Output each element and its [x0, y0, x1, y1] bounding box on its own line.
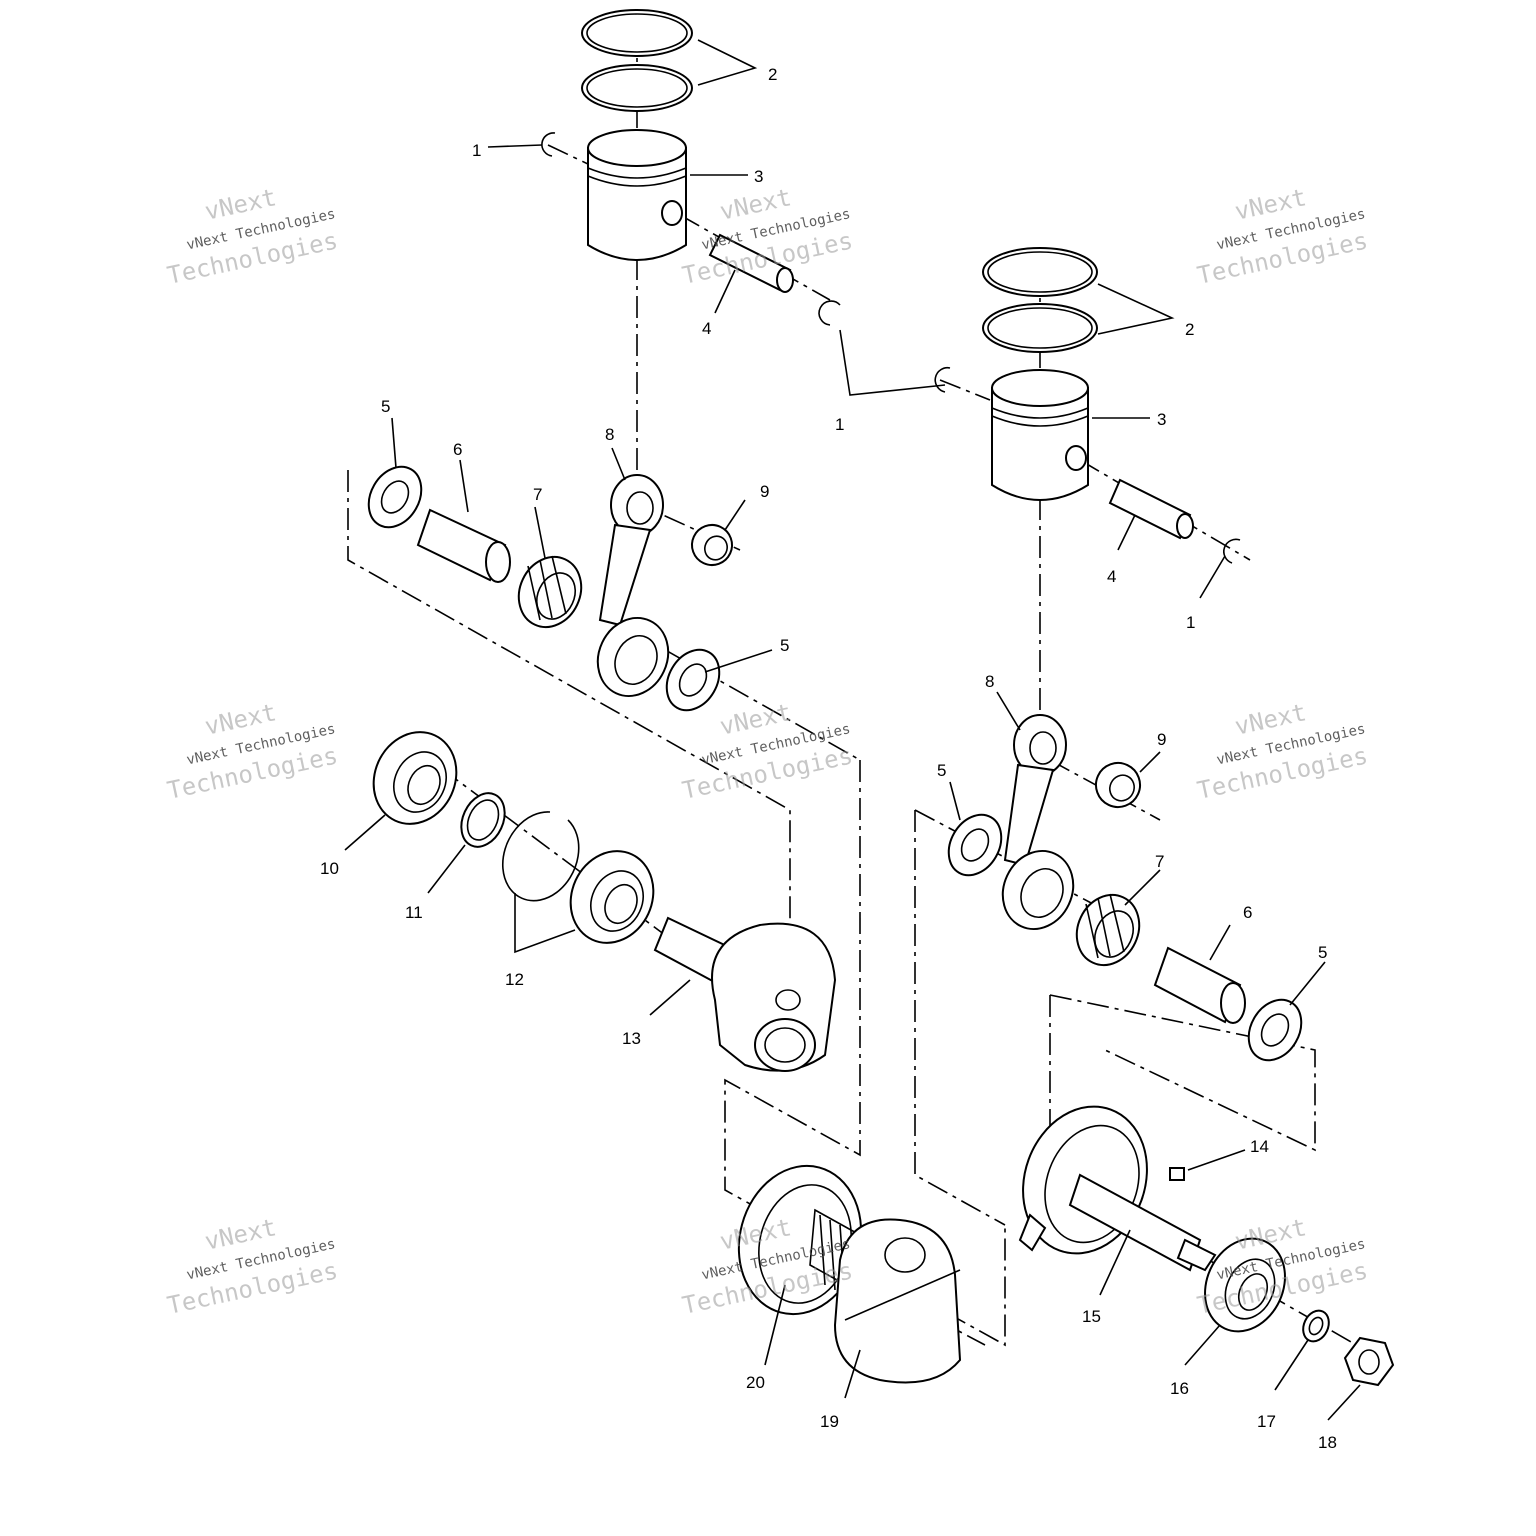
- leader-lines: [344, 39, 1361, 1421]
- callout-8-left: 8: [605, 425, 614, 444]
- counterweight: [833, 1218, 962, 1384]
- callout-6-left: 6: [453, 440, 462, 459]
- callout-9-left: 9: [760, 482, 769, 501]
- callout-8-right: 8: [985, 672, 994, 691]
- callout-7-right: 7: [1155, 852, 1164, 871]
- piston-pin-left: [708, 233, 794, 293]
- callout-4-left: 4: [702, 319, 711, 338]
- crank-pin-left: [416, 508, 511, 583]
- callout-15: 15: [1082, 1307, 1101, 1326]
- callout-12: 12: [505, 970, 524, 989]
- main-bearing-left-outer: [372, 731, 458, 825]
- callout-1-mid: 1: [835, 415, 844, 434]
- callout-3-right: 3: [1157, 410, 1166, 429]
- needle-bearing-right-big-end: [1075, 893, 1141, 967]
- watermarks: vNext vNext Technologies Technologies vN…: [165, 183, 1370, 1320]
- callout-17: 17: [1257, 1412, 1276, 1431]
- crankshaft-half-right: [1018, 1105, 1217, 1272]
- assembly-guide-lines: [347, 30, 1366, 1351]
- shim-ring: [460, 792, 506, 848]
- callout-7-left: 7: [533, 485, 542, 504]
- callout-11: 11: [405, 903, 423, 922]
- watermark-top-center: vNext vNext Technologies Technologies: [680, 183, 855, 290]
- piston-ring-top-left: [581, 9, 693, 57]
- watermark-top-left: vNext vNext Technologies Technologies: [165, 183, 340, 290]
- needle-bearing-left-big-end: [517, 555, 583, 629]
- crank-pin-right: [1153, 946, 1246, 1024]
- circlip-mid: [934, 366, 951, 393]
- main-bearing-left-inner: [569, 850, 655, 944]
- piston-right: [991, 369, 1089, 501]
- callout-2-top-left: 2: [768, 65, 777, 84]
- watermark-bottom-left: vNext vNext Technologies Technologies: [165, 1213, 340, 1320]
- needle-bearing-left-small-end: [691, 524, 733, 566]
- callout-4-right: 4: [1107, 567, 1116, 586]
- thrust-washer-right-lower: [1247, 998, 1303, 1062]
- callout-9-right: 9: [1157, 730, 1166, 749]
- watermark-mid-right: vNext vNext Technologies Technologies: [1195, 698, 1370, 805]
- thrust-washer-left-upper: [367, 465, 423, 529]
- callout-labels: 2 1 3 4 1 2 3 4 1 5 6 7 8 9 5 10 11 12 1…: [320, 65, 1337, 1452]
- thrust-washer-right-upper: [947, 813, 1003, 877]
- callout-1-right: 1: [1186, 613, 1195, 632]
- callout-18: 18: [1318, 1433, 1337, 1452]
- callout-13: 13: [622, 1029, 641, 1048]
- connecting-rod-left: [596, 474, 670, 697]
- piston-ring-bottom-right: [982, 303, 1098, 353]
- needle-bearing-right-small-end: [1095, 762, 1141, 808]
- circlip-right: [1223, 538, 1241, 564]
- callout-6-right: 6: [1243, 903, 1252, 922]
- snap-ring: [501, 811, 580, 902]
- watermark-top-right: vNext vNext Technologies Technologies: [1195, 183, 1370, 290]
- piston-ring-bottom-left: [581, 64, 693, 112]
- crankshaft-half-left: [653, 916, 837, 1072]
- callout-10: 10: [320, 859, 339, 878]
- lock-washer: [1302, 1309, 1330, 1343]
- callout-3-top-left: 3: [754, 167, 763, 186]
- woodruff-key: [1169, 1167, 1185, 1181]
- piston-pin-right: [1108, 478, 1194, 540]
- callout-20: 20: [746, 1373, 765, 1392]
- thrust-washer-left-lower: [665, 648, 721, 712]
- piston-left: [587, 129, 687, 261]
- callout-14: 14: [1250, 1137, 1269, 1156]
- watermark-mid-left: vNext vNext Technologies Technologies: [165, 698, 340, 805]
- callout-19: 19: [820, 1412, 839, 1431]
- callout-5-right-lower: 5: [1318, 943, 1327, 962]
- callout-1-top-left: 1: [472, 141, 481, 160]
- watermark-bottom-center: vNext vNext Technologies Technologies: [680, 1213, 855, 1320]
- callout-5-left-lower: 5: [780, 636, 789, 655]
- callout-5-left-upper: 5: [381, 397, 390, 416]
- circlip-top-left: [541, 132, 556, 157]
- circlip-right-of-pin-left: [818, 300, 841, 326]
- callout-5-right-upper: 5: [937, 761, 946, 780]
- callout-16: 16: [1170, 1379, 1189, 1398]
- connecting-rod-right: [1001, 714, 1075, 930]
- main-bearing-right: [1204, 1237, 1286, 1333]
- callout-2-right: 2: [1185, 320, 1194, 339]
- piston-ring-top-right: [982, 247, 1098, 297]
- hex-nut: [1343, 1336, 1395, 1387]
